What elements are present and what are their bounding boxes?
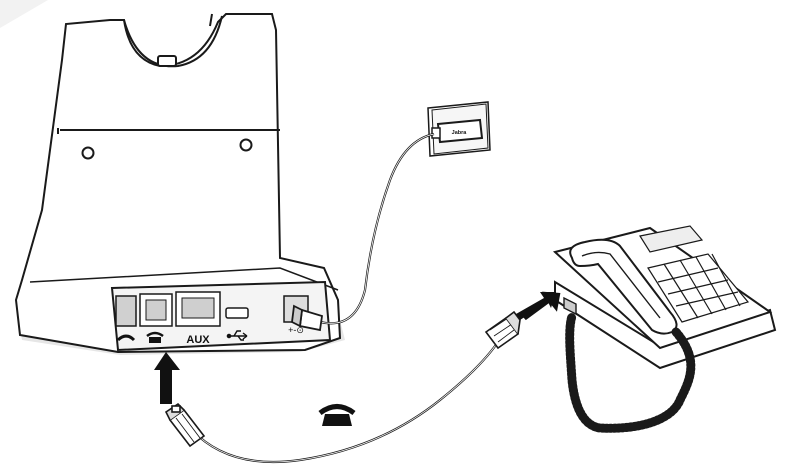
wall-outlet: Jabra	[428, 102, 490, 156]
rj11-plug-phone-end	[486, 312, 520, 348]
screw-hole-left	[83, 148, 94, 159]
corner-shade	[0, 0, 48, 28]
usb-port[interactable]	[226, 308, 248, 318]
screw-hole-right	[241, 140, 252, 151]
rj11-plug-base-end	[166, 404, 204, 446]
handset-port[interactable]	[116, 296, 136, 326]
arrow-up-to-phone-port	[154, 352, 180, 404]
aux-port-label: AUX	[186, 334, 210, 346]
arrow-right-to-phone-jack-head	[516, 292, 556, 320]
adapter-brand-label: Jabra	[452, 130, 468, 136]
desk-phone-icon	[320, 407, 354, 427]
power-cable	[320, 134, 434, 323]
cradle-notch	[158, 56, 176, 66]
telephone-cable	[192, 342, 498, 462]
desk-phone	[555, 226, 775, 368]
